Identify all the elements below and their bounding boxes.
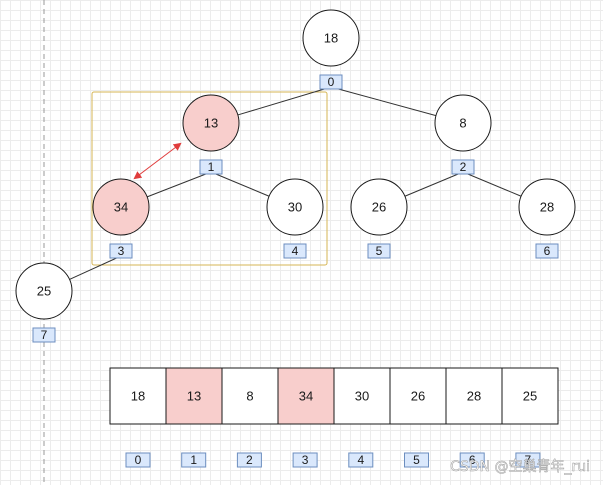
array-cell <box>333 367 391 425</box>
tree-node: 82 <box>434 94 492 175</box>
tree-node-value: 26 <box>372 200 386 215</box>
tree-edge <box>404 171 464 197</box>
tree-node-index: 3 <box>118 244 125 258</box>
tree-node-index-badge <box>367 243 391 259</box>
tree-node: 25 7 <box>15 262 73 343</box>
tree-node-value: 18 <box>324 31 338 46</box>
tree-node-index-badge <box>535 243 559 259</box>
tree-node: 34 3 <box>92 178 150 259</box>
array-index: 2 <box>246 453 253 467</box>
array-index: 1 <box>190 453 197 467</box>
tree-node-value: 28 <box>540 200 554 215</box>
tree-node-value: 34 <box>114 200 128 215</box>
array-index: 3 <box>302 453 309 467</box>
array-index: 7 <box>525 453 532 467</box>
array-cell <box>109 367 167 425</box>
tree-node-value: 13 <box>204 116 218 131</box>
array-cell-value: 18 <box>131 389 145 404</box>
tree-node-index: 5 <box>376 244 383 258</box>
tree-node-index: 1 <box>208 160 215 174</box>
array-index-badge <box>236 452 262 468</box>
tree-node: 30 4 <box>266 178 324 259</box>
tree-edge <box>462 171 522 197</box>
swap-arrow <box>133 142 182 180</box>
array-index-badge <box>125 452 151 468</box>
tree-node-circle <box>182 94 240 152</box>
tree-node-index: 2 <box>460 160 467 174</box>
tree-node: 26 5 <box>350 178 408 259</box>
tree-node-circle <box>15 262 73 320</box>
tree-node-index-badge <box>109 243 133 259</box>
tree-node-circle <box>266 178 324 236</box>
array-cell <box>501 367 559 425</box>
watermark-text: CSDN @空巢青年_rui <box>450 459 590 475</box>
array-cell-value: 26 <box>411 389 425 404</box>
tree-edge <box>69 255 122 280</box>
array-index-row: 0 1 2 3 4 5 6 7 <box>125 452 541 468</box>
array-cell-value: 25 <box>523 389 537 404</box>
tree-edge <box>330 86 437 117</box>
array-cell-value: 8 <box>246 389 253 404</box>
tree-node-index-badge <box>199 159 223 175</box>
array-index: 4 <box>357 453 364 467</box>
array-cell <box>389 367 447 425</box>
tree-node-index: 6 <box>544 244 551 258</box>
heap-array: 18 13 8 34 30 26 28 25 <box>109 367 559 425</box>
subtree-highlight-box <box>91 91 328 266</box>
tree-edge <box>210 171 270 197</box>
array-index-badge <box>292 452 318 468</box>
tree-node-circle <box>434 94 492 152</box>
array-index-badge <box>404 452 429 468</box>
tree-node-index-badge <box>283 243 307 259</box>
array-cell <box>277 367 335 425</box>
array-cell <box>221 367 279 425</box>
tree-node: 13 1 <box>182 94 240 175</box>
array-index-badge <box>515 452 541 468</box>
array-index: 6 <box>469 453 476 467</box>
tree-node-index-badge <box>451 159 475 175</box>
tree-node-circle <box>302 9 360 67</box>
array-cell-value: 30 <box>355 389 369 404</box>
tree-node-value: 8 <box>459 116 466 131</box>
array-index: 5 <box>413 453 420 467</box>
tree-node-index: 7 <box>41 328 48 342</box>
tree-edge <box>237 86 332 116</box>
array-cell-value: 13 <box>187 389 201 404</box>
tree-edges <box>69 86 522 280</box>
tree-node-circle <box>518 178 576 236</box>
array-cell-value: 28 <box>467 389 481 404</box>
tree-node-index-badge <box>319 74 343 90</box>
tree-node: 18 0 <box>302 9 360 90</box>
tree-node-value: 30 <box>288 200 302 215</box>
array-index: 0 <box>135 453 142 467</box>
tree-node-index-badge <box>32 327 56 343</box>
array-cell <box>445 367 503 425</box>
tree-node-value: 25 <box>37 284 51 299</box>
tree-node-index: 0 <box>328 75 335 89</box>
tree-node-circle <box>350 178 408 236</box>
array-cell-value: 34 <box>299 389 313 404</box>
tree-edge <box>146 171 212 198</box>
array-index-badge <box>459 452 485 468</box>
array-index-badge <box>348 452 374 468</box>
tree-node-index: 4 <box>292 244 299 258</box>
array-index-badge <box>181 452 207 468</box>
tree-node-circle <box>92 178 150 236</box>
tree-node: 28 6 <box>518 178 576 259</box>
